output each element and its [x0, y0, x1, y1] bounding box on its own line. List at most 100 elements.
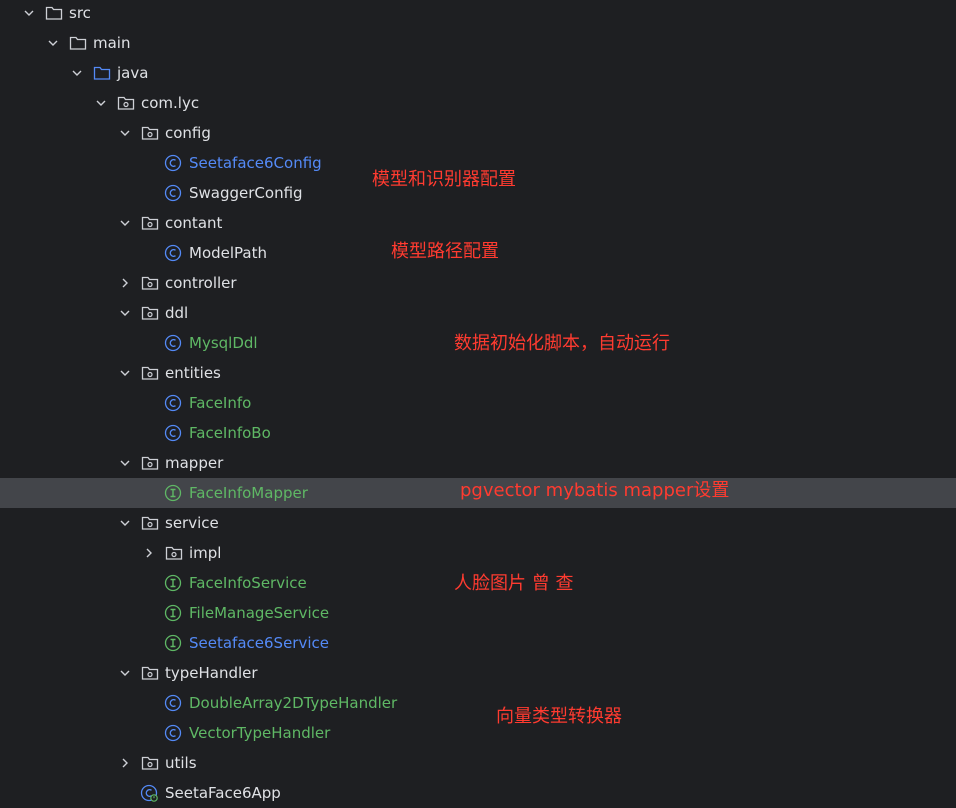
tree-row-ddl[interactable]: ddl	[0, 298, 956, 328]
chevron-right-icon[interactable]	[117, 755, 133, 771]
spring-boot-app-icon	[140, 784, 158, 802]
tree-label: FaceInfoBo	[189, 424, 271, 442]
tree-label: impl	[189, 544, 222, 562]
tree-label: com.lyc	[141, 94, 200, 112]
chevron-down-icon[interactable]	[21, 5, 37, 21]
tree-row-doublearray2dtypehandler[interactable]: DoubleArray2DTypeHandler	[0, 688, 956, 718]
tree-row-vectortypehandler[interactable]: VectorTypeHandler	[0, 718, 956, 748]
package-icon	[165, 544, 183, 562]
annotation-ddl: 数据初始化脚本，自动运行	[454, 333, 670, 354]
annotation-contant: 模型路径配置	[391, 241, 499, 262]
tree-row-faceinfoservice[interactable]: FaceInfoService	[0, 568, 956, 598]
tree-label: contant	[165, 214, 223, 232]
tree-label: ddl	[165, 304, 189, 322]
tree-label: mapper	[165, 454, 224, 472]
tree-row-contant[interactable]: contant	[0, 208, 956, 238]
tree-label: SwaggerConfig	[189, 184, 303, 202]
tree-row-impl[interactable]: impl	[0, 538, 956, 568]
chevron-down-icon[interactable]	[117, 455, 133, 471]
chevron-down-icon[interactable]	[117, 515, 133, 531]
annotation-service: 人脸图片 曾 查	[454, 573, 574, 594]
tree-label: MysqlDdl	[189, 334, 258, 352]
tree-row-src[interactable]: src	[0, 0, 956, 28]
tree-row-mysqlddl[interactable]: MysqlDdl	[0, 328, 956, 358]
interface-icon	[164, 604, 182, 622]
interface-icon	[164, 484, 182, 502]
chevron-down-icon[interactable]	[117, 665, 133, 681]
tree-row-seetaface6config[interactable]: Seetaface6Config	[0, 148, 956, 178]
package-icon	[141, 664, 159, 682]
tree-label: FaceInfo	[189, 394, 252, 412]
chevron-down-icon[interactable]	[93, 95, 109, 111]
package-icon	[141, 364, 159, 382]
package-icon	[141, 124, 159, 142]
tree-row-modelpath[interactable]: ModelPath	[0, 238, 956, 268]
tree-row-filemanageservice[interactable]: FileManageService	[0, 598, 956, 628]
source-folder-icon	[93, 64, 111, 82]
tree-row-entities[interactable]: entities	[0, 358, 956, 388]
tree-row-config[interactable]: config	[0, 118, 956, 148]
tree-label: SeetaFace6App	[165, 784, 281, 802]
tree-label: Seetaface6Config	[189, 154, 322, 172]
tree-row-com-lyc[interactable]: com.lyc	[0, 88, 956, 118]
folder-icon	[45, 4, 63, 22]
annotation-config: 模型和识别器配置	[372, 169, 516, 190]
chevron-down-icon[interactable]	[69, 65, 85, 81]
class-icon	[164, 154, 182, 172]
class-icon	[164, 394, 182, 412]
package-icon	[141, 454, 159, 472]
class-icon	[164, 724, 182, 742]
tree-row-controller[interactable]: controller	[0, 268, 956, 298]
chevron-down-icon[interactable]	[117, 305, 133, 321]
class-icon	[164, 244, 182, 262]
tree-row-main[interactable]: main	[0, 28, 956, 58]
folder-icon	[69, 34, 87, 52]
tree-label: FileManageService	[189, 604, 330, 622]
class-icon	[164, 334, 182, 352]
package-icon	[141, 514, 159, 532]
chevron-down-icon[interactable]	[117, 215, 133, 231]
tree-label: DoubleArray2DTypeHandler	[189, 694, 398, 712]
class-icon	[164, 184, 182, 202]
tree-label: typeHandler	[165, 664, 258, 682]
chevron-down-icon[interactable]	[45, 35, 61, 51]
tree-label: ModelPath	[189, 244, 267, 262]
tree-row-java[interactable]: java	[0, 58, 956, 88]
tree-row-faceinfomapper[interactable]: FaceInfoMapper	[0, 478, 956, 508]
tree-row-faceinfobo[interactable]: FaceInfoBo	[0, 418, 956, 448]
tree-label: utils	[165, 754, 197, 772]
tree-row-mapper[interactable]: mapper	[0, 448, 956, 478]
chevron-right-icon[interactable]	[141, 545, 157, 561]
tree-row-faceinfo[interactable]: FaceInfo	[0, 388, 956, 418]
tree-row-service[interactable]: service	[0, 508, 956, 538]
tree-label: src	[69, 4, 91, 22]
tree-label: FaceInfoService	[189, 574, 307, 592]
tree-label: java	[117, 64, 149, 82]
tree-label: entities	[165, 364, 221, 382]
interface-icon	[164, 574, 182, 592]
tree-row-typehandler[interactable]: typeHandler	[0, 658, 956, 688]
class-icon	[164, 694, 182, 712]
tree-row-swaggerconfig[interactable]: SwaggerConfig	[0, 178, 956, 208]
tree-label: VectorTypeHandler	[189, 724, 331, 742]
interface-icon	[164, 634, 182, 652]
tree-label: service	[165, 514, 219, 532]
package-icon	[117, 94, 135, 112]
tree-row-seetaface6service[interactable]: Seetaface6Service	[0, 628, 956, 658]
package-icon	[141, 274, 159, 292]
tree-label: FaceInfoMapper	[189, 484, 308, 502]
class-icon	[164, 424, 182, 442]
package-icon	[141, 754, 159, 772]
tree-row-utils[interactable]: utils	[0, 748, 956, 778]
package-icon	[141, 214, 159, 232]
tree-label: config	[165, 124, 211, 142]
tree-label: main	[93, 34, 131, 52]
chevron-right-icon[interactable]	[117, 275, 133, 291]
annotation-typehandler: 向量类型转换器	[496, 706, 622, 727]
tree-label: Seetaface6Service	[189, 634, 329, 652]
tree-label: controller	[165, 274, 237, 292]
tree-row-seetaface6app[interactable]: SeetaFace6App	[0, 778, 956, 808]
chevron-down-icon[interactable]	[117, 125, 133, 141]
annotation-mapper: pgvector mybatis mapper设置	[460, 480, 730, 501]
chevron-down-icon[interactable]	[117, 365, 133, 381]
